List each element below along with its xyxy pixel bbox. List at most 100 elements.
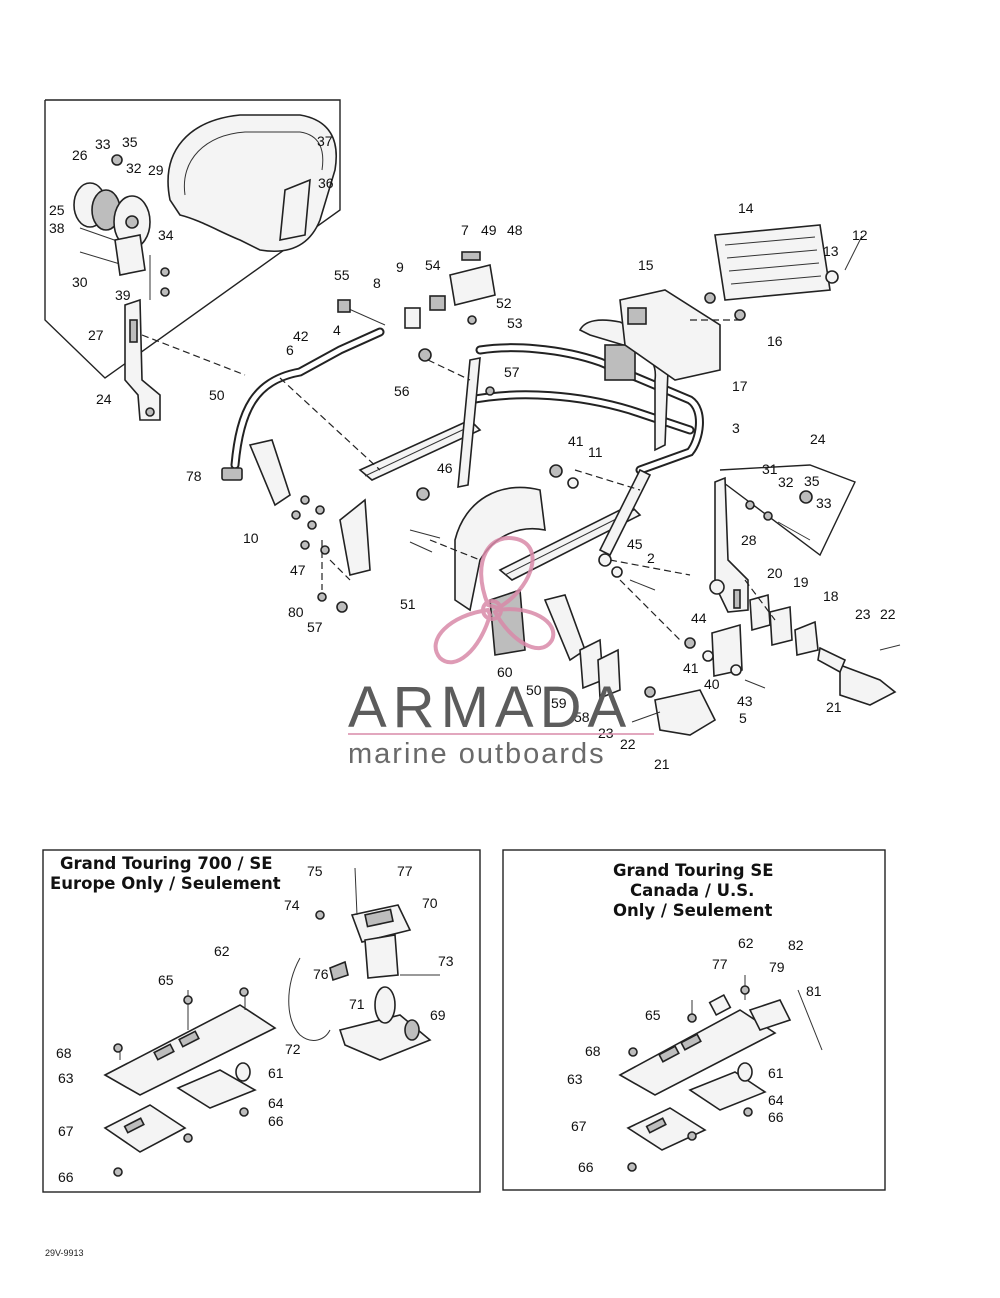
callout-22: 22 — [880, 606, 896, 622]
callout-23: 23 — [598, 725, 614, 741]
callout-19: 19 — [793, 574, 809, 590]
callout-38: 38 — [49, 220, 65, 236]
callout-6: 6 — [286, 342, 294, 358]
callout-80: 80 — [288, 604, 304, 620]
callout-7: 7 — [461, 222, 469, 238]
callout-53: 53 — [507, 315, 523, 331]
callout-66: 66 — [768, 1109, 784, 1125]
callout-33: 33 — [95, 136, 111, 152]
callout-33: 33 — [816, 495, 832, 511]
armada-watermark: ARMADA marine outboards — [348, 536, 654, 770]
callout-21: 21 — [654, 756, 670, 772]
callout-50: 50 — [209, 387, 225, 403]
callout-34: 34 — [158, 227, 174, 243]
callout-74: 74 — [284, 897, 300, 913]
callout-47: 47 — [290, 562, 306, 578]
callout-66: 66 — [578, 1159, 594, 1175]
callout-78: 78 — [186, 468, 202, 484]
callout-20: 20 — [767, 565, 783, 581]
callout-77: 77 — [397, 863, 413, 879]
callout-61: 61 — [768, 1065, 784, 1081]
callout-65: 65 — [645, 1007, 661, 1023]
inset-canada-title-2: Canada / U.S. — [630, 881, 754, 900]
callout-69: 69 — [430, 1007, 446, 1023]
callout-27: 27 — [88, 327, 104, 343]
carrier-frame — [221, 319, 717, 736]
callout-2: 2 — [647, 550, 655, 566]
callout-63: 63 — [567, 1071, 583, 1087]
callout-41: 41 — [683, 660, 699, 676]
watermark-tagline: marine outboards — [348, 738, 606, 770]
callout-26: 26 — [72, 147, 88, 163]
callout-40: 40 — [704, 676, 720, 692]
inset-canada-title-1: Grand Touring SE — [613, 861, 774, 880]
callout-43: 43 — [737, 693, 753, 709]
inset-europe: Grand Touring 700 / SE Europe Only / Seu… — [42, 849, 481, 1193]
callout-66: 66 — [58, 1169, 74, 1185]
backrest-inset — [44, 99, 341, 421]
callout-67: 67 — [571, 1118, 587, 1134]
callout-24: 24 — [810, 431, 826, 447]
callout-16: 16 — [767, 333, 783, 349]
callout-14: 14 — [738, 200, 754, 216]
callout-48: 48 — [507, 222, 523, 238]
callout-39: 39 — [115, 287, 131, 303]
inset-canada-us: Grand Touring SE Canada / U.S. Only / Se… — [502, 849, 886, 1191]
callout-3: 3 — [732, 420, 740, 436]
callout-24: 24 — [96, 391, 112, 407]
callout-15: 15 — [638, 257, 654, 273]
callout-82: 82 — [788, 937, 804, 953]
callout-52: 52 — [496, 295, 512, 311]
callout-66: 66 — [268, 1113, 284, 1129]
callout-68: 68 — [585, 1043, 601, 1059]
callout-42: 42 — [293, 328, 309, 344]
callout-60: 60 — [497, 664, 513, 680]
callout-58: 58 — [574, 709, 590, 725]
callout-51: 51 — [400, 596, 416, 612]
callout-23: 23 — [855, 606, 871, 622]
callout-35: 35 — [122, 134, 138, 150]
watermark-brand: ARMADA — [348, 675, 632, 740]
callout-35: 35 — [804, 473, 820, 489]
inset-europe-title-1: Grand Touring 700 / SE — [60, 854, 272, 873]
callout-8: 8 — [373, 275, 381, 291]
callout-67: 67 — [58, 1123, 74, 1139]
callout-29: 29 — [148, 162, 164, 178]
callout-12: 12 — [852, 227, 868, 243]
callout-55: 55 — [334, 267, 350, 283]
callout-62: 62 — [738, 935, 754, 951]
callout-64: 64 — [268, 1095, 284, 1111]
callout-59: 59 — [551, 695, 567, 711]
callout-37: 37 — [317, 133, 333, 149]
armada-propeller-logo — [433, 536, 556, 665]
callout-44: 44 — [691, 610, 707, 626]
inset-europe-title-2: Europe Only / Seulement — [50, 874, 281, 893]
callout-76: 76 — [313, 966, 329, 982]
callout-10: 10 — [243, 530, 259, 546]
callout-46: 46 — [437, 460, 453, 476]
callout-13: 13 — [823, 243, 839, 259]
callout-11: 11 — [588, 444, 603, 460]
callout-70: 70 — [422, 895, 438, 911]
callout-22: 22 — [620, 736, 636, 752]
callout-17: 17 — [732, 378, 748, 394]
callout-9: 9 — [396, 259, 404, 275]
assembly-lines — [141, 319, 776, 641]
callout-31: 31 — [762, 461, 778, 477]
inset-canada-title-3: Only / Seulement — [613, 901, 772, 920]
callout-77: 77 — [712, 956, 728, 972]
callout-54: 54 — [425, 257, 441, 273]
callout-63: 63 — [58, 1070, 74, 1086]
callout-18: 18 — [823, 588, 839, 604]
callout-71: 71 — [349, 996, 365, 1012]
callout-62: 62 — [214, 943, 230, 959]
callout-4: 4 — [333, 322, 341, 338]
callout-32: 32 — [778, 474, 794, 490]
callout-28: 28 — [741, 532, 757, 548]
callout-61: 61 — [268, 1065, 284, 1081]
hardware — [291, 386, 656, 613]
